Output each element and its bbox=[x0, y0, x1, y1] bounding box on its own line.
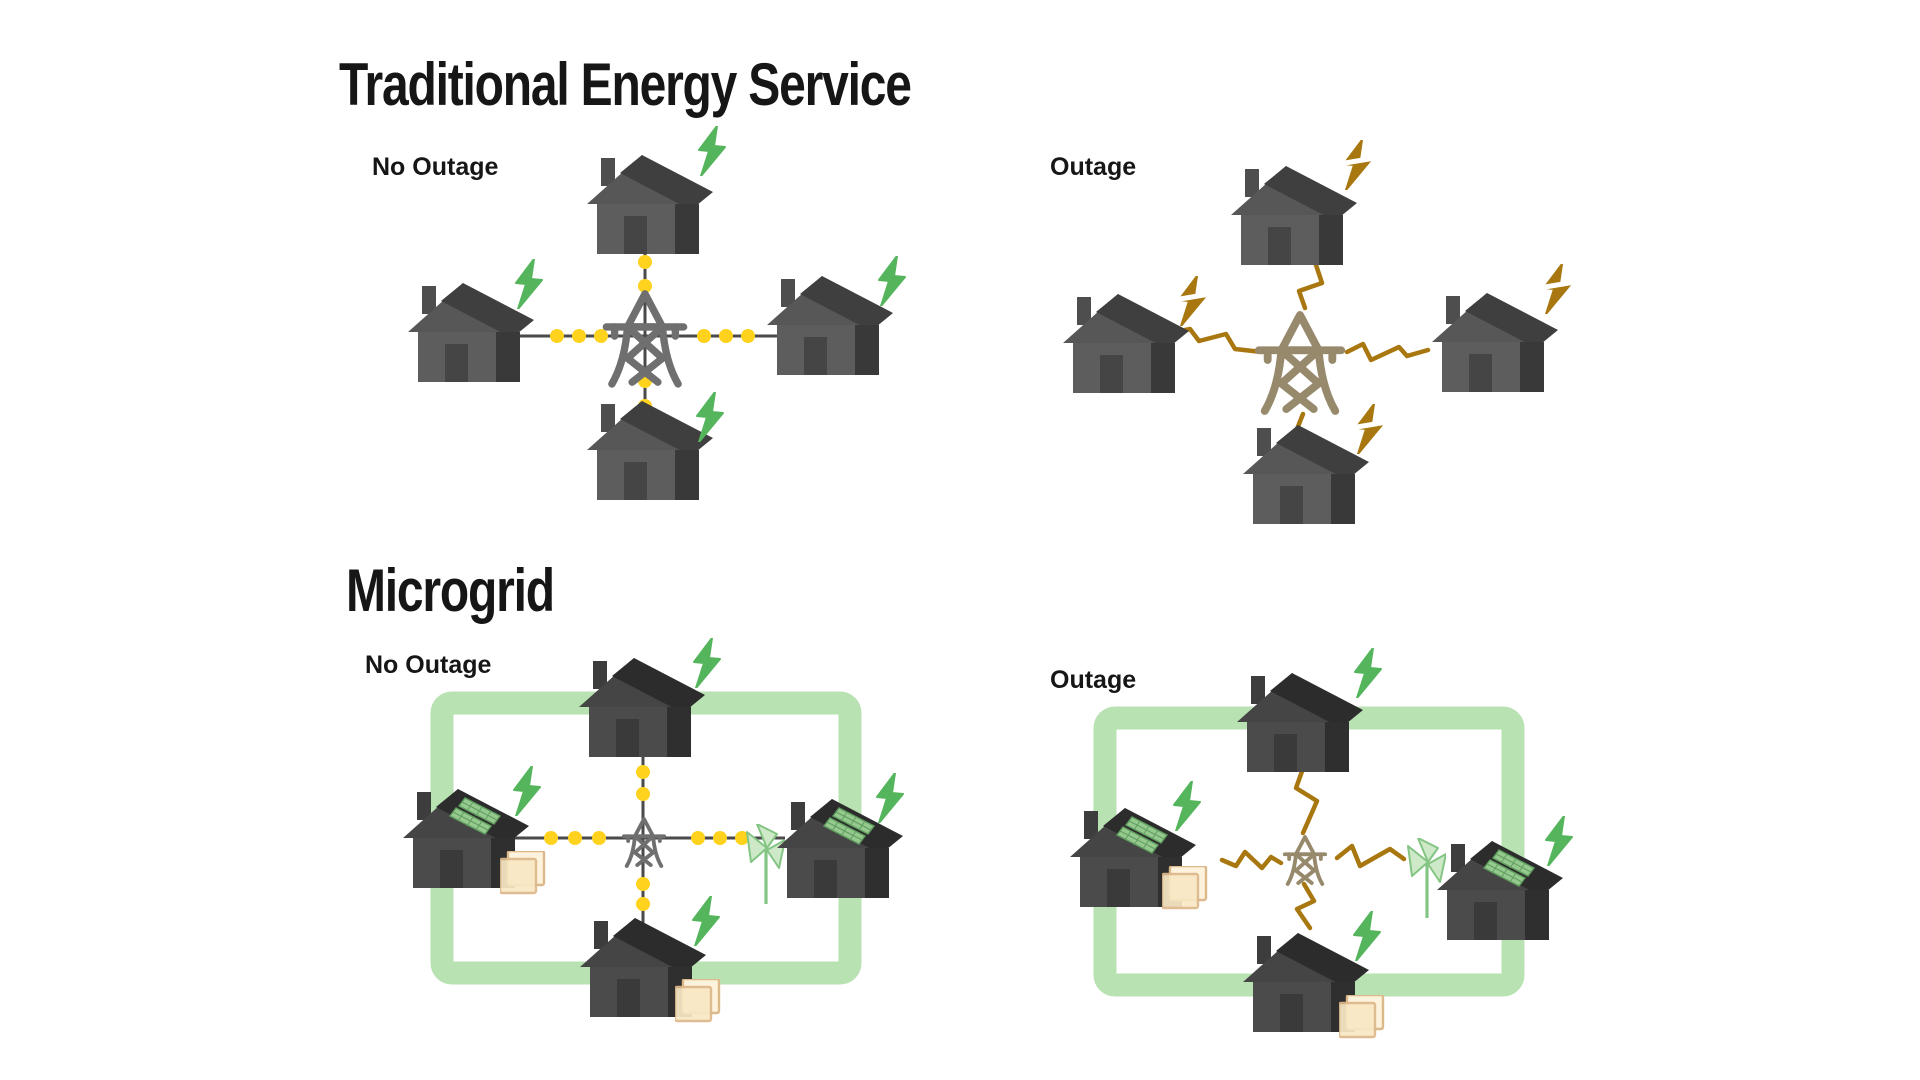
house-group bbox=[1243, 911, 1385, 1039]
panel-label-outage-microgrid: Outage bbox=[1050, 666, 1137, 694]
house-icon bbox=[1063, 294, 1189, 393]
power-flow-dot bbox=[550, 329, 564, 343]
bolt-break-gap bbox=[1338, 155, 1376, 167]
power-flow-dot bbox=[636, 765, 650, 779]
power-flow-dot bbox=[638, 279, 652, 293]
house-group bbox=[1063, 276, 1211, 393]
house-group bbox=[1231, 140, 1376, 265]
power-on-bolt-icon bbox=[694, 638, 720, 688]
panel-label-outage-traditional: Outage bbox=[1050, 153, 1137, 181]
broken-connection-line bbox=[1219, 849, 1284, 871]
house-group bbox=[580, 896, 721, 1023]
panel-label-no-outage-traditional: No Outage bbox=[372, 153, 499, 181]
power-flow-dot bbox=[572, 329, 586, 343]
power-flow-dot bbox=[592, 831, 606, 845]
power-on-bolt-icon bbox=[693, 896, 719, 946]
power-on-bolt-icon bbox=[1546, 816, 1572, 866]
power-on-bolt-icon bbox=[1174, 781, 1200, 831]
panel-microgrid-no-outage bbox=[403, 638, 903, 1023]
house-group bbox=[587, 126, 725, 254]
house-group bbox=[1243, 404, 1388, 524]
power-flow-dot bbox=[691, 831, 705, 845]
power-flow-dot bbox=[636, 897, 650, 911]
house-group bbox=[1237, 648, 1381, 772]
power-on-bolt-icon bbox=[879, 256, 905, 306]
power-flow-dot bbox=[636, 787, 650, 801]
house-icon bbox=[1432, 293, 1558, 392]
house-icon bbox=[767, 276, 893, 375]
section-title-traditional: Traditional Energy Service bbox=[339, 51, 912, 118]
house-group bbox=[587, 392, 723, 500]
power-on-bolt-icon bbox=[1354, 911, 1380, 961]
house-group bbox=[403, 766, 546, 895]
broken-connection-line bbox=[1294, 881, 1317, 931]
house-icon bbox=[587, 401, 713, 500]
damaged-transmission-tower-icon bbox=[1284, 836, 1326, 884]
power-on-bolt-icon bbox=[877, 773, 903, 823]
broken-connection-line bbox=[1334, 843, 1407, 869]
bolt-break-gap bbox=[1350, 419, 1388, 431]
power-on-bolt-icon bbox=[514, 766, 540, 816]
house-group bbox=[767, 256, 905, 375]
house-icon bbox=[1243, 425, 1369, 524]
panel-label-no-outage-microgrid: No Outage bbox=[365, 651, 492, 679]
power-on-bolt-icon bbox=[1355, 648, 1381, 698]
power-flow-dot bbox=[741, 329, 755, 343]
house-group bbox=[1070, 781, 1208, 910]
house-icon bbox=[1237, 673, 1363, 772]
power-flow-dot bbox=[697, 329, 711, 343]
power-flow-dot bbox=[719, 329, 733, 343]
house-group bbox=[579, 638, 720, 757]
broken-connection-line bbox=[1293, 760, 1320, 836]
power-flow-dot bbox=[544, 831, 558, 845]
house-icon bbox=[579, 658, 705, 757]
damaged-transmission-tower-icon bbox=[1258, 314, 1342, 411]
power-flow-dot bbox=[638, 255, 652, 269]
power-flow-dot bbox=[636, 877, 650, 891]
bolt-break-gap bbox=[1538, 279, 1576, 291]
house-icon bbox=[587, 155, 713, 254]
wind-turbine-icon bbox=[745, 824, 785, 906]
house-group bbox=[408, 259, 542, 382]
section-title-microgrid: Microgrid bbox=[346, 557, 555, 624]
power-flow-dot bbox=[713, 831, 727, 845]
power-flow-dot bbox=[735, 831, 749, 845]
bolt-break-gap bbox=[1173, 291, 1211, 303]
house-icon bbox=[1231, 166, 1357, 265]
house-icon bbox=[408, 283, 534, 382]
power-on-bolt-icon bbox=[516, 259, 542, 309]
wind-turbine-icon bbox=[1406, 838, 1446, 920]
panel-microgrid-outage bbox=[1070, 648, 1572, 1039]
broken-connection-line bbox=[1344, 341, 1431, 363]
power-flow-dot bbox=[594, 329, 608, 343]
house-group bbox=[1432, 264, 1576, 392]
panel-traditional-no-outage bbox=[408, 126, 905, 500]
power-on-bolt-icon bbox=[697, 392, 723, 442]
power-on-bolt-icon bbox=[699, 126, 725, 176]
power-flow-dot bbox=[568, 831, 582, 845]
panel-traditional-outage bbox=[1063, 140, 1576, 524]
